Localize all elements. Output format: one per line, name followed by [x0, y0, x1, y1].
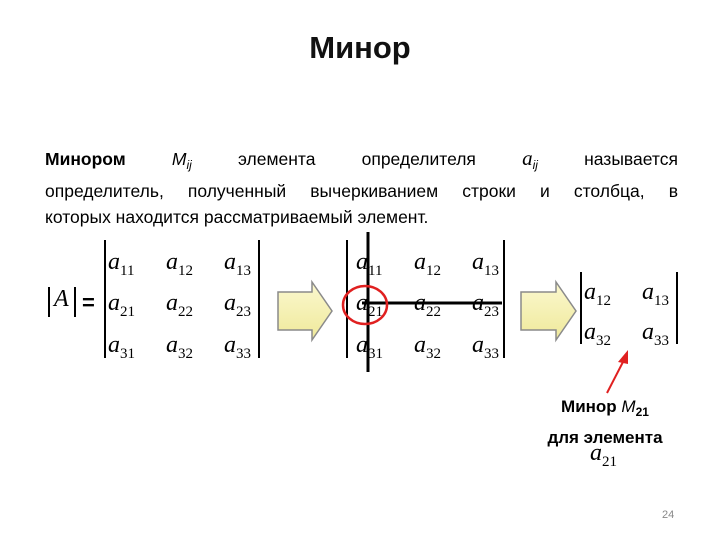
word-nazyvaetsya: называется	[584, 149, 678, 169]
matrix-element-a11: a11	[108, 249, 135, 279]
page-number: 24	[662, 509, 675, 521]
word-elementa: элемента	[237, 149, 316, 169]
definition-line-2: определитель, полученный вычеркиванием с…	[45, 181, 678, 201]
matrix-element-a11: a11	[356, 249, 383, 279]
matrix2-bar-left	[346, 240, 348, 358]
matrix-element-a12: a12	[584, 279, 611, 309]
matrix-element-a33: a33	[224, 332, 251, 362]
definition-line-1: Минором Mij элемента определителя aij на…	[45, 145, 678, 178]
matrix-bar-right	[258, 240, 260, 358]
matrix-element-a32: a32	[584, 319, 611, 349]
matrix-bar-left	[104, 240, 106, 358]
matrix-element-a33: a33	[642, 319, 669, 349]
matrix-element-a31: a31	[356, 332, 383, 362]
pointer-arrow-line	[606, 359, 625, 394]
matrix-element-a32: a32	[166, 332, 193, 362]
matrix-element-a13: a13	[472, 249, 499, 279]
matrix-element-a33: a33	[472, 332, 499, 362]
word-opredelitelya: определителя	[361, 149, 476, 169]
matrix-element-a12: a12	[166, 249, 193, 279]
slide-title: Минор	[309, 30, 411, 65]
matrix-element-a23: a23	[224, 290, 251, 320]
caption-line-2: для элемента	[547, 428, 663, 447]
block-arrow-right-icon	[520, 279, 577, 343]
det-bar-right	[74, 287, 76, 317]
minor-bar-left	[580, 272, 582, 344]
caption-line-1: Минор M21	[561, 397, 649, 419]
matrix-element-a22: a22	[166, 290, 193, 320]
pointer-arrow-head-icon	[618, 350, 628, 364]
minor-caption: Минор M21 для элемента	[520, 394, 690, 451]
term-minorom: Минором	[45, 149, 126, 169]
highlight-circle	[341, 284, 389, 326]
definition-line-3: которых находится рассматриваемый элемен…	[45, 207, 429, 227]
matrix-element-a32: a32	[414, 332, 441, 362]
matrix-element-a31: a31	[108, 332, 135, 362]
symbol-Mij: Mij	[171, 149, 192, 172]
matrix-element-a21: a21	[108, 290, 135, 320]
equals-sign: =	[82, 290, 95, 315]
matrix-element-a13: a13	[642, 279, 669, 309]
det-label: A	[54, 286, 69, 312]
minor-bar-right	[676, 272, 678, 344]
matrix2-bar-right	[503, 240, 505, 358]
matrix-element-a13: a13	[224, 249, 251, 279]
caption-element: a21	[590, 440, 617, 470]
matrix-element-a12: a12	[414, 249, 441, 279]
definition-paragraph: Минором Mij элемента определителя aij на…	[45, 145, 678, 230]
symbol-aij: aij	[522, 146, 538, 172]
det-bar-left	[48, 287, 50, 317]
block-arrow-right-icon	[277, 279, 333, 343]
